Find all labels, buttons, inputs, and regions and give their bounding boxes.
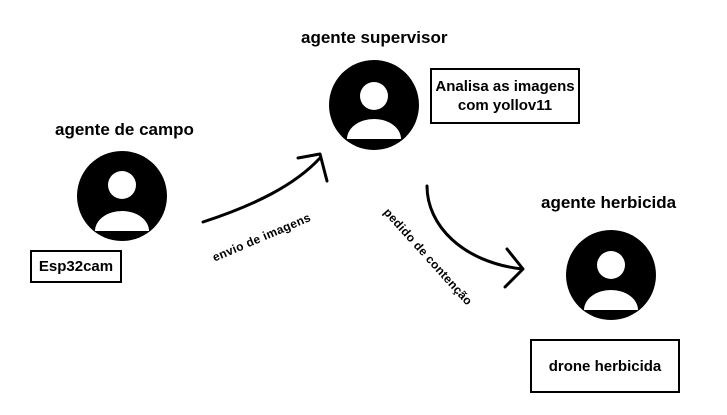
supervisor-box-line2: com yollov11	[457, 97, 553, 114]
supervisor-box: Analisa as imagens com yollov11	[430, 68, 580, 124]
arrow-send-images	[201, 152, 329, 224]
field-agent-title: agente de campo	[55, 120, 194, 139]
user-avatar-icon	[566, 230, 656, 320]
field-agent-box: Esp32cam	[30, 250, 122, 283]
user-avatar-icon	[329, 60, 419, 150]
herbicide-agent-box-label: drone herbicida	[548, 357, 662, 375]
herbicide-agent-box: drone herbicida	[530, 339, 680, 393]
arrow-containment-request	[425, 184, 525, 289]
field-agent-box-label: Esp32cam	[38, 258, 114, 275]
supervisor-title: agente supervisor	[301, 28, 448, 47]
herbicide-agent-title: agente herbicida	[541, 193, 677, 212]
supervisor-box-line1: Analisa as imagens	[435, 78, 575, 95]
user-avatar-icon	[77, 151, 167, 241]
